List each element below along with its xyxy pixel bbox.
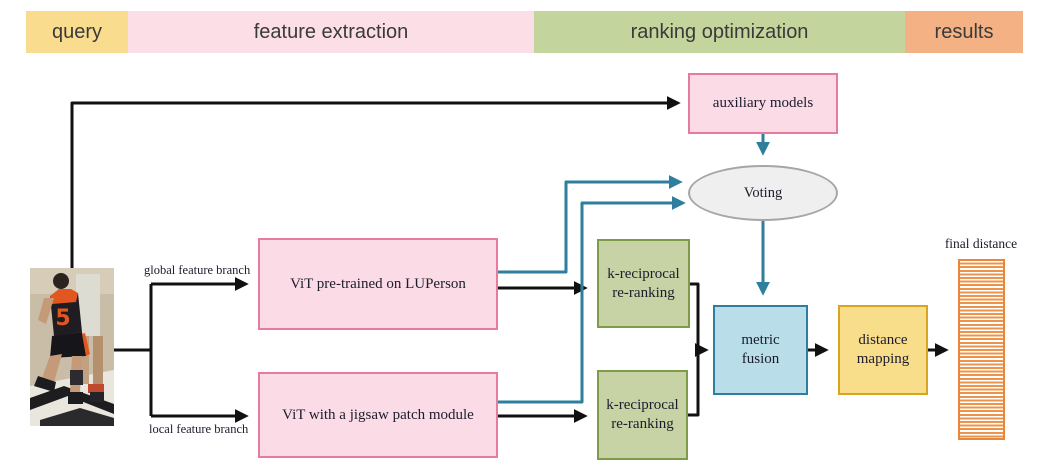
stage-feature-extraction: feature extraction [128, 11, 534, 53]
k-reciprocal-top-node: k-reciprocal re-ranking [597, 239, 690, 328]
local-feature-branch-label: local feature branch [149, 422, 249, 436]
wire-query-split [113, 284, 153, 416]
svg-text:5: 5 [55, 306, 70, 331]
vit-local-label: ViT with a jigsaw patch module [282, 406, 474, 423]
k-reciprocal-top-label: k-reciprocal re-ranking [607, 265, 680, 301]
stage-ranking-optimization-label: ranking optimization [630, 20, 809, 43]
voting-label: Voting [743, 184, 783, 201]
final-distance-bar [958, 259, 1005, 440]
wire-vit-local-to-voting [498, 196, 686, 404]
global-feature-branch-label: global feature branch [144, 263, 251, 277]
metric-fusion-node: metric fusion [713, 305, 808, 395]
wire-vit-global-to-voting [498, 175, 683, 274]
vit-global-node: ViT pre-trained on LUPerson [258, 238, 498, 330]
stage-query-label: query [51, 20, 103, 43]
stage-ranking-optimization: ranking optimization [534, 11, 905, 53]
metric-fusion-label: metric fusion [741, 332, 780, 367]
k-reciprocal-bottom-label: k-reciprocal re-ranking [606, 397, 679, 432]
auxiliary-models-node: auxiliary models [688, 73, 838, 134]
stage-feature-extraction-label: feature extraction [253, 20, 409, 43]
k-reciprocal-bottom-node: k-reciprocal re-ranking [597, 370, 688, 460]
distance-mapping-label: distance mapping [856, 332, 910, 367]
stage-results: results [905, 11, 1023, 53]
wire-query-to-auxiliary [70, 96, 681, 270]
wire-krec-top-out [690, 282, 700, 350]
final-distance-label: final distance [944, 236, 1018, 251]
vit-local-node: ViT with a jigsaw patch module [258, 372, 498, 458]
distance-mapping-node: distance mapping [838, 305, 928, 395]
auxiliary-models-label: auxiliary models [712, 95, 814, 112]
stage-results-label: results [934, 20, 994, 43]
vit-global-label: ViT pre-trained on LUPerson [290, 275, 466, 292]
voting-node: Voting [688, 165, 838, 221]
query-image: 5 [30, 268, 114, 426]
wire-krec-bottom-out [688, 350, 700, 417]
stage-query: query [26, 11, 128, 53]
